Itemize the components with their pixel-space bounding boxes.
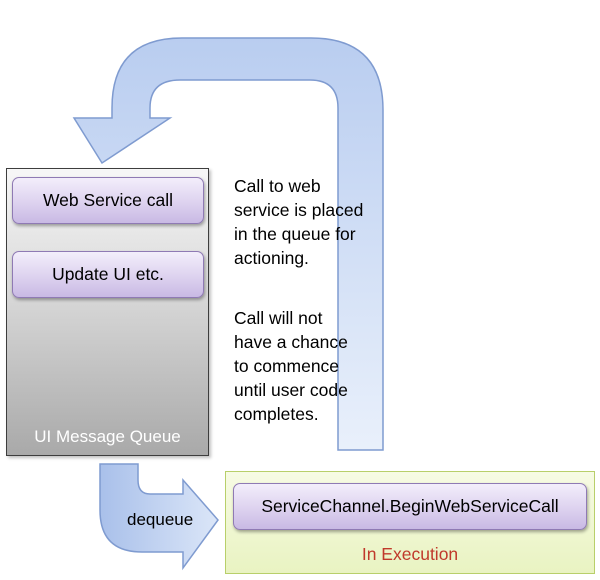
note-line: Call will not: [234, 308, 323, 328]
note-line: until user code: [234, 380, 348, 400]
note-line: Call to web: [234, 176, 321, 196]
requeue-arrow: [72, 37, 384, 451]
note-line: service is placed: [234, 200, 364, 220]
note-line: in the queue for: [234, 224, 356, 244]
note-queued: Call to web service is placed in the que…: [234, 174, 404, 270]
note-line: have a chance: [234, 332, 348, 352]
note-line: completes.: [234, 404, 319, 424]
note-line: actioning.: [234, 248, 309, 268]
in-execution-panel: ServiceChannel.BeginWebServiceCall In Ex…: [225, 471, 595, 574]
dequeue-arrow: [99, 463, 219, 571]
dequeue-label: dequeue: [127, 510, 194, 529]
note-line: to commence: [234, 356, 340, 376]
note-blocked: Call will not have a chance to commence …: [234, 306, 404, 426]
ui-message-queue: Web Service call Update UI etc. UI Messa…: [6, 168, 209, 456]
queue-label: UI Message Queue: [34, 427, 181, 446]
web-service-call-message: Web Service call: [12, 177, 204, 224]
execution-label: In Execution: [361, 544, 459, 564]
service-channel-call: ServiceChannel.BeginWebServiceCall: [233, 483, 587, 530]
update-ui-message: Update UI etc.: [12, 251, 204, 298]
